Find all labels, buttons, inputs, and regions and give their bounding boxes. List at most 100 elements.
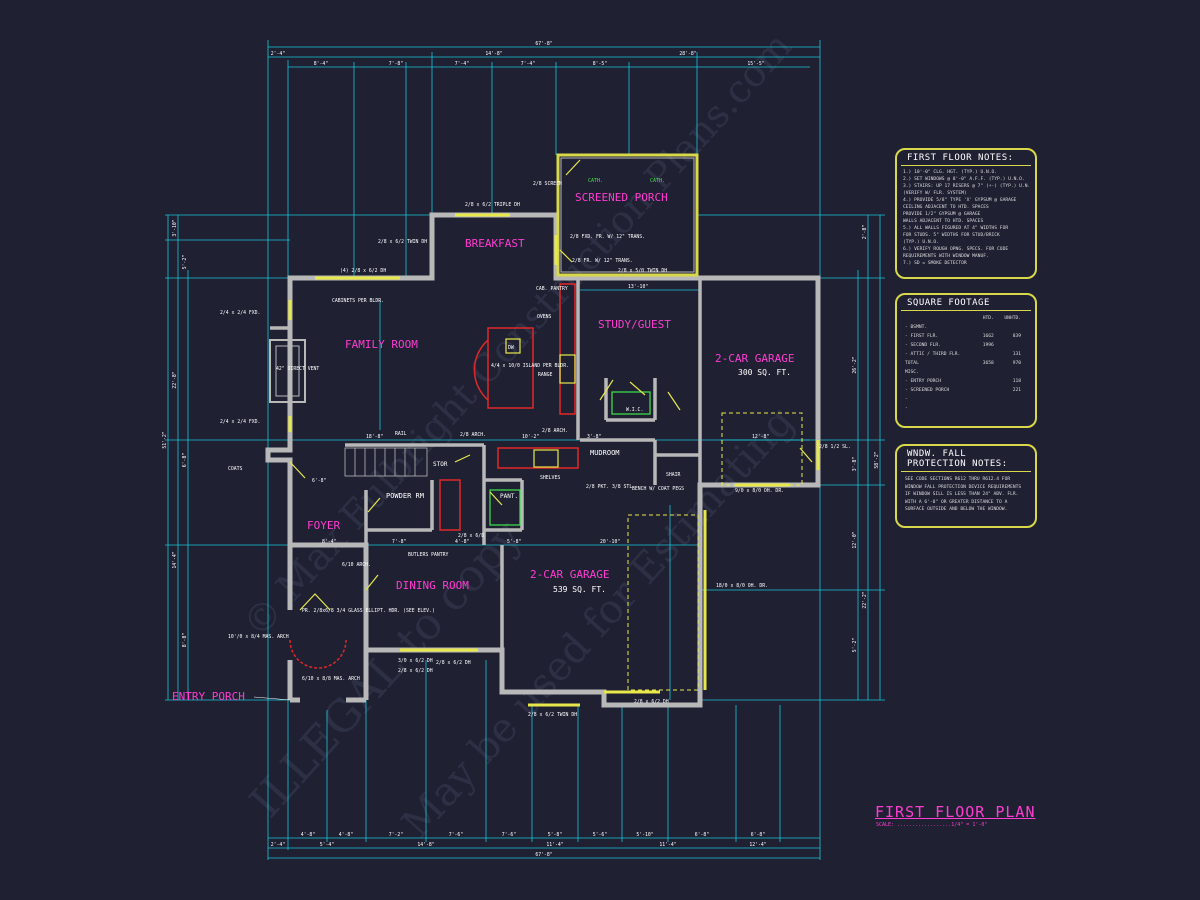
note-item: (VERIFY W/ FLR. SYSTEM) xyxy=(903,191,967,196)
room-label-mudroom: MUDROOM xyxy=(590,449,620,457)
fall-protection-title: WNDW. FALL PROTECTION NOTES: xyxy=(901,446,1031,472)
note-entry-door: PR. 2/8x6/8 3/4 GLASS ELLIPT. HDR. (SEE … xyxy=(302,608,435,614)
square-footage-box: SQUARE FOOTAGE HTD. UNHTD. - BSMNT. - FI… xyxy=(895,293,1037,428)
note-dh-garage: 2/8 x 6/2 DH xyxy=(634,699,669,705)
note-item: PROVIDE 1/2" GYPSUM @ GARAGE xyxy=(903,212,981,217)
sq-htd: 1662 xyxy=(982,334,994,339)
sq-unhtd xyxy=(998,395,1025,404)
dim-top-r2-3: 7'-4" xyxy=(521,61,536,67)
sq-label: - SECOND FLR. xyxy=(905,343,941,348)
note-fxd-transom: 2/8 FXD. FR. W/ 12" TRANS. xyxy=(570,234,645,240)
note-coats: COATS xyxy=(228,466,243,472)
dim-6-8: 6'-8" xyxy=(312,478,327,484)
dim-3-8: 3'-8" xyxy=(587,434,602,440)
note-item: 2.) SET WINDOWS @ 8'-0" A.F.F. (TYP.) U.… xyxy=(903,177,1025,182)
note-shelves: SHELVES xyxy=(540,475,560,481)
dim-bot-r1-4: 7'-6" xyxy=(502,832,517,838)
dim-right-0: 2'-8" xyxy=(862,225,868,240)
stairs xyxy=(344,447,428,477)
sq-header-row: HTD. UNHTD. xyxy=(905,314,1025,323)
sq-label: - BSMNT. xyxy=(905,325,928,330)
dim-right-3: 12'-0" xyxy=(852,531,858,548)
dim-top-overall: 67'-8" xyxy=(535,41,552,47)
dim-bot-r2-4: 11'-4" xyxy=(659,842,676,848)
sq-row: - BSMNT. xyxy=(905,323,1025,332)
watermark-line-2: ILLEGAL to copy xyxy=(240,510,533,827)
dimension-text: 67'-8" 2'-4" 14'-8" 28'-8" 8'-4" 7'-8" 7… xyxy=(271,41,767,858)
side-dimension-text: 51'-2" 3'-10" 5'-2" 22'-8" 6'-8" 14'-4" … xyxy=(162,219,880,652)
dim-top-r1-1: 14'-8" xyxy=(485,51,502,57)
annotations: CABINETS PER BLDR. 2/4 x 2/4 FXD. 2/4 x … xyxy=(220,181,851,718)
dim-bot-r2-3: 11'-4" xyxy=(546,842,563,848)
note-pkt-stl: 2/8 PKT. 3/8 STL. xyxy=(586,484,635,490)
sq-label: - SCREENED PORCH xyxy=(905,388,950,393)
note-item: 7.) SD = SMOKE DETECTOR xyxy=(903,261,967,266)
sq-htd xyxy=(978,368,998,377)
sq-row: - xyxy=(905,404,1025,413)
note-mas-arch-2: 6/10 x 8/8 MAS. ARCH xyxy=(302,676,360,682)
sq-unhtd xyxy=(998,368,1025,377)
sq-label: MISC. xyxy=(905,370,919,375)
note-fr-transom: 2/8 FR. W/ 12" TRANS. xyxy=(572,258,633,264)
dim-bot-r2-0: 2'-4" xyxy=(271,842,286,848)
sq-unhtd xyxy=(998,323,1025,332)
note-dh-dining-1: 3/0 x 6/2 DH xyxy=(398,658,433,664)
note-triple-dh: 2/8 x 6/2 TRIPLE DH xyxy=(465,202,520,208)
sq-row: - SECOND FLR.1996 xyxy=(905,341,1025,350)
note-item: 1.) 10'-0" CLG. HGT. (TYP.) U.N.O. xyxy=(903,170,998,175)
dim-20-10: 20'-10" xyxy=(600,539,620,545)
room-label-screened-porch: SCREENED PORCH xyxy=(575,191,668,204)
dim-right-overall: 58'-2" xyxy=(874,451,880,468)
room-label-dining-room: DINING ROOM xyxy=(396,579,469,592)
sq-htd xyxy=(978,395,998,404)
room-label-entry-porch: ENTRY PORCH xyxy=(172,690,245,703)
fixtures xyxy=(489,391,651,526)
dim-left-3: 6'-8" xyxy=(182,453,188,468)
note-item: 3.) STAIRS: UP 17 RISERS @ 7" (+-) (TYP.… xyxy=(903,184,1029,189)
note-range: RANGE xyxy=(538,372,553,378)
plan-scale: SCALE: ..................1/4" = 1'-0" xyxy=(876,822,988,828)
sq-label: - ATTIC / THIRD FLR. xyxy=(905,352,961,357)
sq-unhtd: 839 xyxy=(1012,334,1021,339)
sq-htd: 3658 xyxy=(982,361,994,366)
entry-porch-leader xyxy=(253,696,291,701)
sq-label: - xyxy=(905,406,908,411)
note-garage-door-small: 9/0 x 8/0 OH. DR. xyxy=(735,488,784,494)
dim-bot-r1-2: 7'-2" xyxy=(389,832,404,838)
sq-label: TOTAL xyxy=(905,361,919,366)
dim-bot-r1-8: 6'-8" xyxy=(695,832,710,838)
note-twin-dh-porch: 2/8 x 5/0 TWIN DH xyxy=(618,268,667,274)
dim-left-1: 5'-2" xyxy=(182,255,188,270)
sq-htd xyxy=(978,323,998,332)
note-item: FOR STUDS. 5" WIDTHS FOR STUD/BRICK xyxy=(903,233,1000,238)
appliances xyxy=(505,338,576,468)
dim-13-10: 13'-10" xyxy=(628,284,648,290)
note-twin-dh-garage: 2/8 x 6/2 TWIN DH xyxy=(528,712,577,718)
sq-unhtd: 131 xyxy=(1012,352,1021,357)
dim-8-4: 8'-4" xyxy=(322,539,337,545)
sq-row: - ATTIC / THIRD FLR. 131 xyxy=(905,350,1025,359)
screened-porch-outline xyxy=(556,153,699,277)
dim-left-overall: 51'-2" xyxy=(162,431,168,448)
note-cab-pantry: CAB. PANTRY xyxy=(536,286,568,292)
note-dh-dining-2: 2/8 x 6/2 DH xyxy=(436,660,471,666)
note-butlers-pantry: BUTLERS PANTRY xyxy=(408,552,449,558)
note-arch-butler: 2/8 x 6/8 xyxy=(458,533,484,539)
kitchen-cabinets xyxy=(289,283,579,669)
sq-htd xyxy=(978,377,998,386)
dim-top-r1-2: 28'-8" xyxy=(679,51,696,57)
dim-5-8: 5'-8" xyxy=(507,539,522,545)
note-cabinets: CABINETS PER BLDR. xyxy=(332,298,384,304)
dim-bot-r1-3: 7'-6" xyxy=(449,832,464,838)
dim-bot-r2-5: 12'-4" xyxy=(749,842,766,848)
note-garage-door-large: 18/0 x 8/0 OH. DR. xyxy=(716,583,768,589)
dim-bot-r2-2: 14'-8" xyxy=(417,842,434,848)
note-rail: RAIL xyxy=(395,431,407,437)
room-area-garage-large: 539 SQ. FT. xyxy=(553,585,606,594)
dim-left-2: 22'-8" xyxy=(172,371,178,388)
room-label-powder-rm: POWDER RM xyxy=(386,492,424,500)
sq-unhtd: 118 xyxy=(1012,379,1021,384)
note-item: 5.) ALL WALLS FIGURED AT 4" WIDTHS FOR xyxy=(903,226,1009,231)
